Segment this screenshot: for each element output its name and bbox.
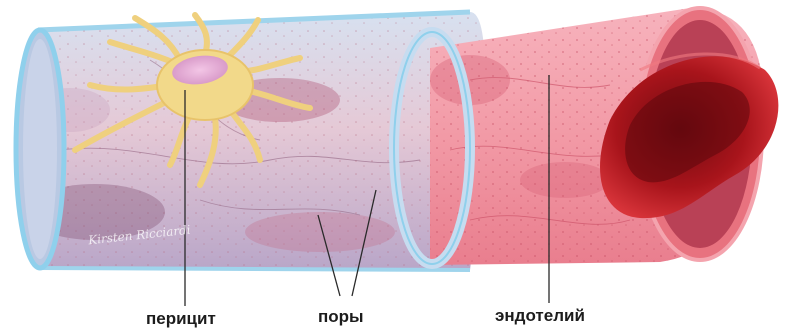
endothelium-label: эндотелий — [495, 306, 585, 326]
pericyte-label: перицит — [146, 309, 216, 329]
pores-label: поры — [318, 307, 364, 327]
